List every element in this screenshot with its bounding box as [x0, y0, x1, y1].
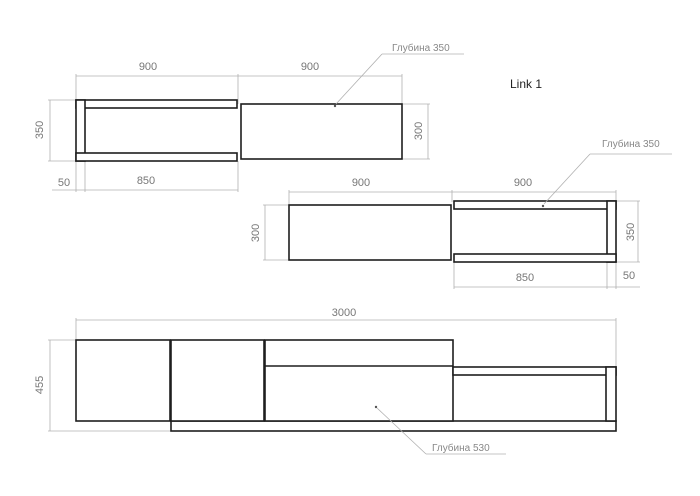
dim-top-right: 900: [514, 177, 532, 189]
depth-note-b: Глубина 350: [602, 138, 660, 150]
depth-note-c: Глубина 530: [432, 442, 490, 454]
cabinet-1: [75, 339, 171, 422]
dim-bottom-offset: 50: [623, 270, 635, 282]
dim-top-left: 900: [139, 61, 157, 73]
dim-total-height: 455: [34, 376, 46, 394]
open-shelf-unit: [452, 366, 617, 422]
dim-right-height: 350: [625, 223, 637, 241]
module-b: 900 900 300 350 850 50 Глубина 350: [250, 138, 672, 289]
dim-bottom-width: 850: [137, 175, 155, 187]
open-shelf-unit: [453, 200, 617, 263]
open-shelf-unit: [75, 99, 238, 162]
dim-right-height: 300: [413, 122, 425, 140]
depth-note-a: Глубина 350: [392, 42, 450, 54]
cabinet-3: [264, 339, 454, 422]
cabinet-2: [170, 339, 265, 422]
closed-cabinet: [240, 103, 403, 160]
module-a: 900 900 350 300 50 850 Глубина 350: [34, 42, 464, 192]
dim-top-left: 900: [352, 177, 370, 189]
base-plinth: [170, 420, 617, 432]
dim-total-width: 3000: [332, 307, 356, 319]
dim-left-height: 350: [34, 121, 46, 139]
dim-bottom-width: 850: [516, 272, 534, 284]
dim-top-right: 900: [301, 61, 319, 73]
closed-cabinet: [288, 204, 452, 261]
dim-bottom-offset: 50: [58, 177, 70, 189]
dim-left-height: 300: [250, 224, 262, 242]
module-c: 3000 455 Глубина 530: [34, 307, 617, 455]
drawing-title: Link 1: [510, 77, 542, 91]
